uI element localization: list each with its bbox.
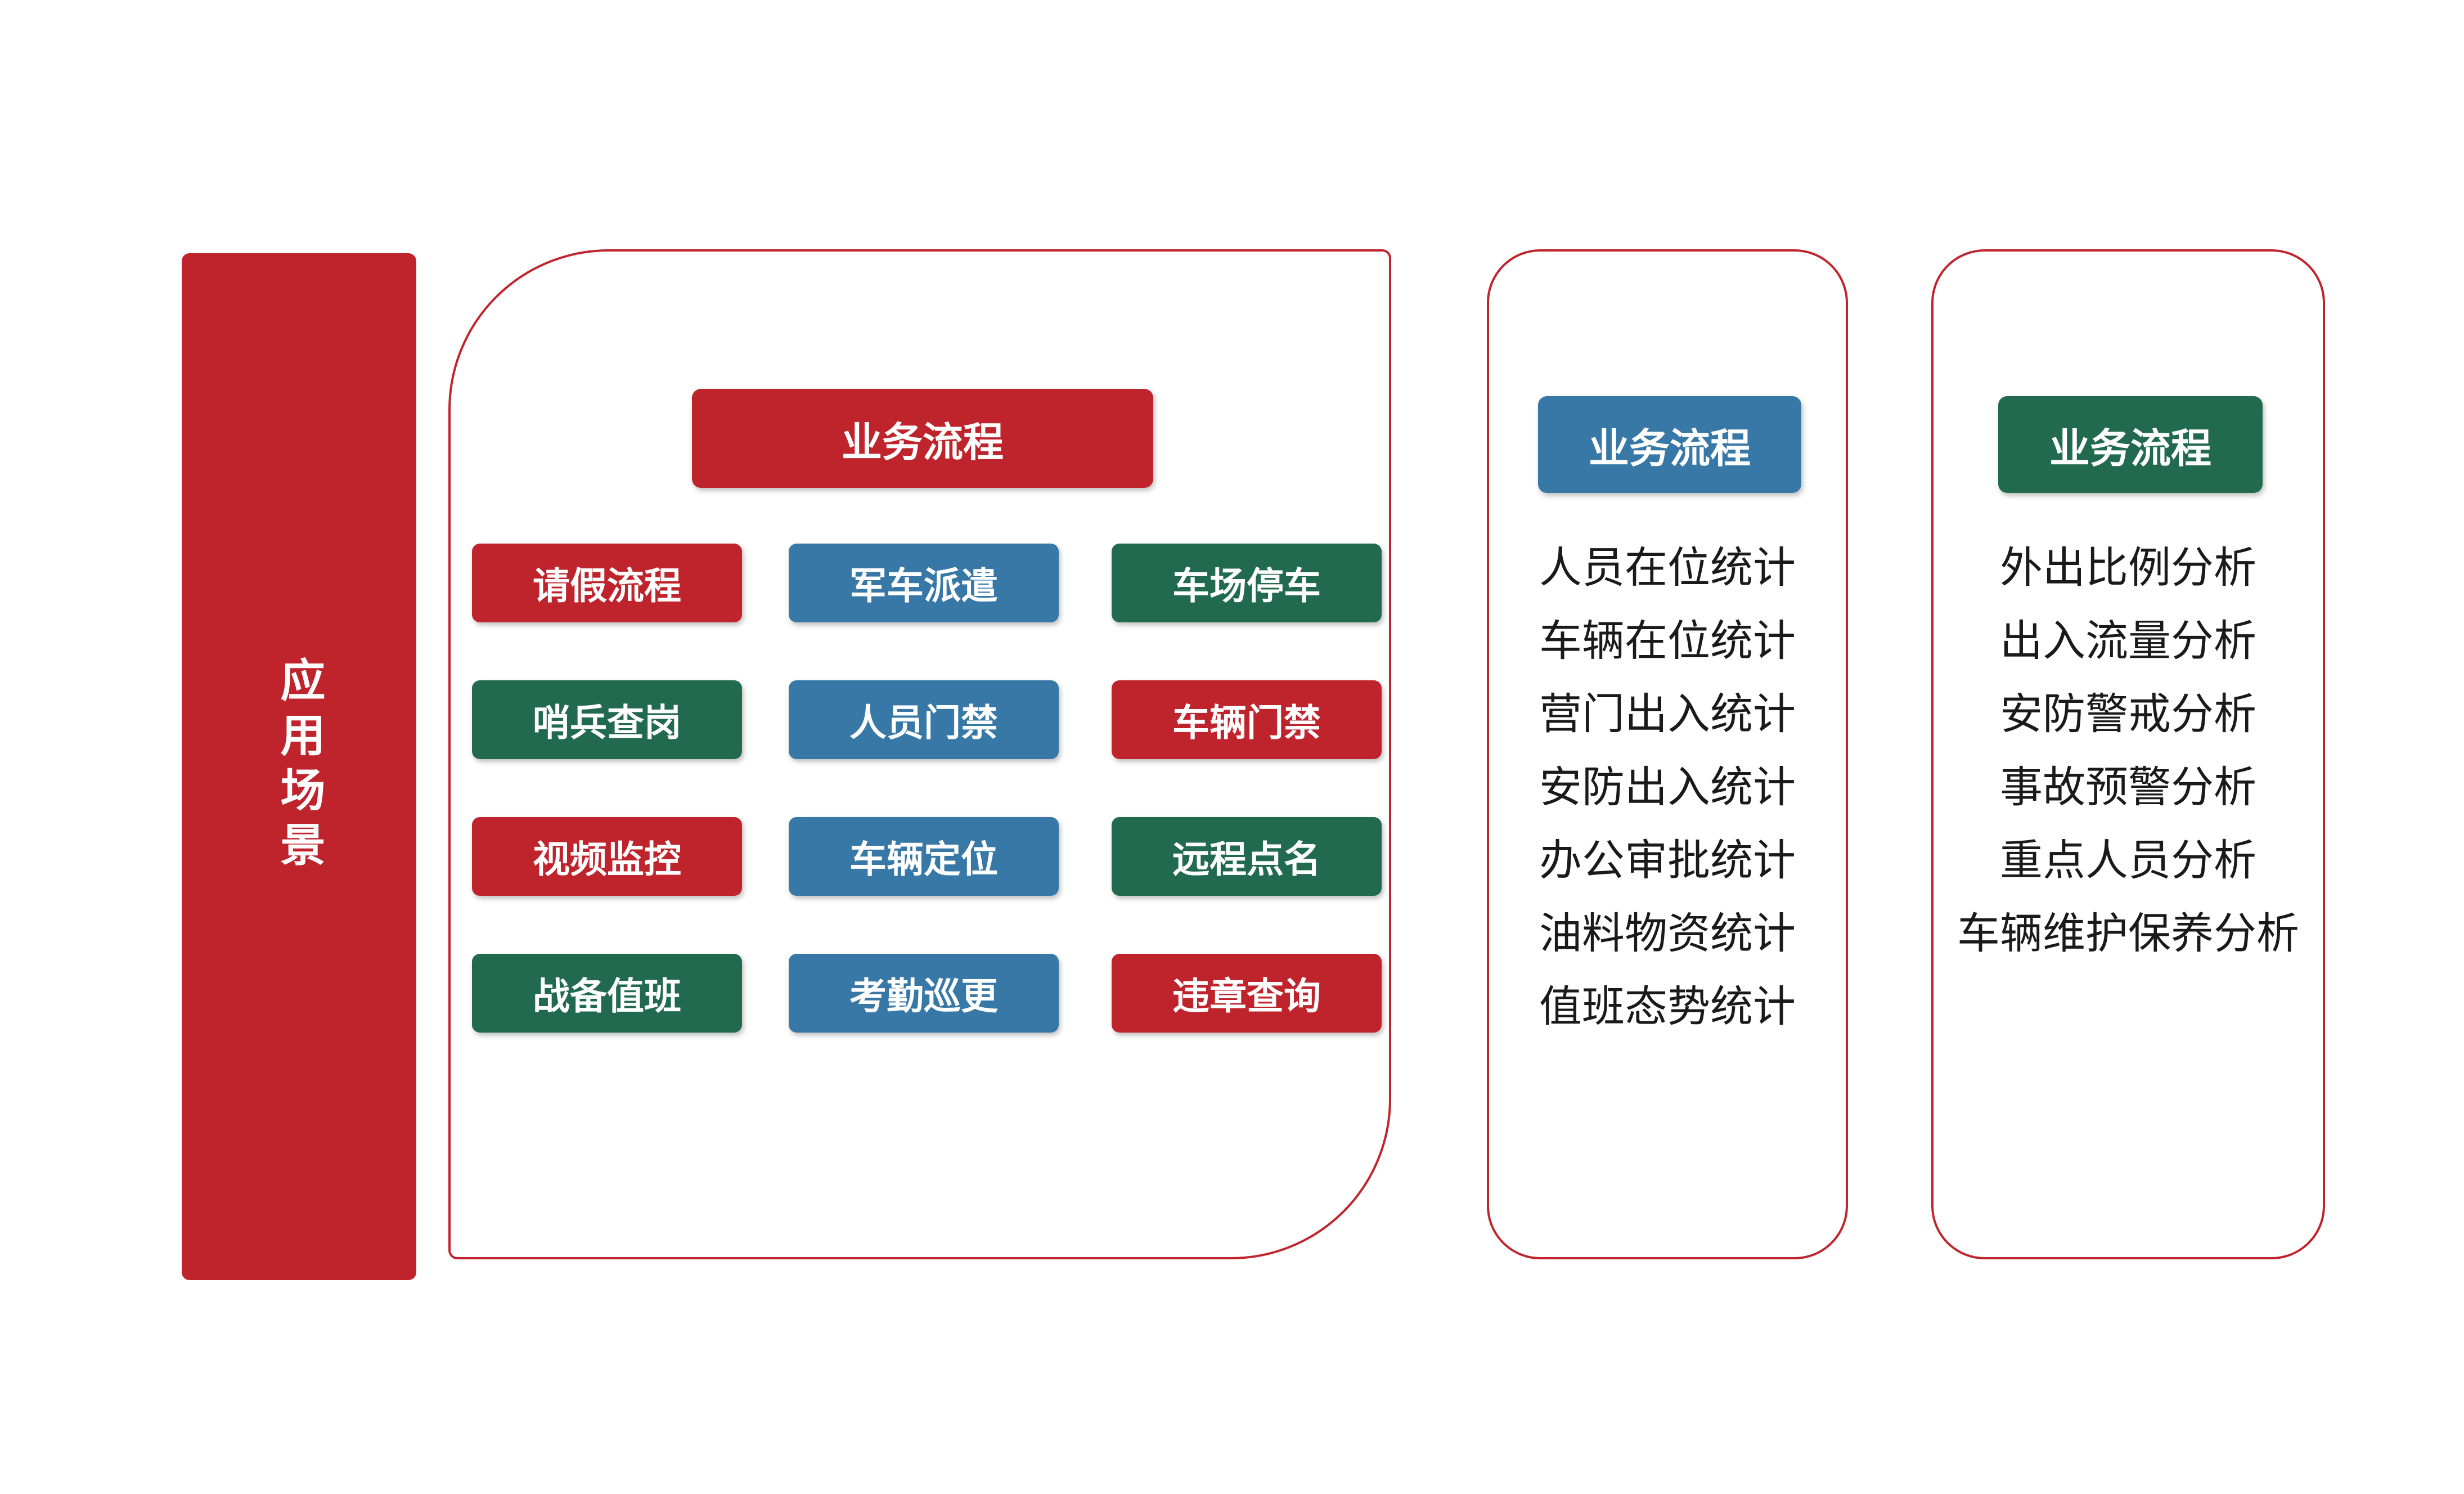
analysis-panel: 业务流程 外出比例分析出入流量分析安防警戒分析事故预警分析重点人员分析车辆维护保…	[1931, 249, 2325, 1259]
flow-box: 军车派遣	[789, 544, 1059, 622]
list-item: 安防出入统计	[1539, 764, 1796, 811]
flow-box: 车辆定位	[789, 817, 1059, 896]
list-item: 外出比例分析	[2000, 544, 2256, 592]
list-item: 值班态势统计	[1539, 983, 1796, 1031]
list-item: 重点人员分析	[2000, 837, 2256, 885]
flow-box: 远程点名	[1112, 817, 1382, 896]
flow-box: 车场停车	[1112, 544, 1382, 622]
statistics-panel-header: 业务流程	[1538, 396, 1801, 493]
list-item: 出入流量分析	[2000, 617, 2256, 665]
left-banner: 应用场景	[182, 253, 416, 1280]
striped-left-arrow-icon	[717, 980, 752, 1007]
list-item: 车辆在位统计	[1539, 617, 1796, 665]
striped-right-arrow-icon	[1037, 843, 1072, 870]
list-item: 油料物资统计	[1539, 910, 1796, 958]
statistics-panel: 业务流程 人员在位统计车辆在位统计营门出入统计安防出入统计办公审批统计油料物资统…	[1487, 249, 1848, 1259]
flow-box: 哨兵查岗	[472, 680, 742, 759]
striped-right-arrow-icon	[1037, 569, 1072, 596]
striped-left-arrow-icon	[1037, 980, 1072, 1007]
striped-left-arrow-icon	[717, 706, 752, 733]
list-item: 事故预警分析	[2000, 764, 2256, 811]
flow-box: 人员门禁	[789, 680, 1059, 759]
striped-down-arrow-icon	[1233, 634, 1260, 669]
striped-down-arrow-icon	[1233, 908, 1260, 943]
business-flow-header: 业务流程	[692, 389, 1153, 488]
list-item: 人员在位统计	[1539, 544, 1796, 592]
list-item: 安防警戒分析	[2000, 690, 2256, 738]
flow-box: 请假流程	[472, 544, 742, 622]
striped-right-arrow-icon	[717, 843, 752, 870]
striped-right-arrow-icon	[1873, 703, 1906, 729]
list-item: 车辆维护保养分析	[1957, 910, 2299, 958]
analysis-panel-header: 业务流程	[1998, 396, 2263, 493]
striped-left-arrow-icon	[1037, 706, 1072, 733]
striped-right-arrow-icon	[717, 569, 752, 596]
flow-box: 车辆门禁	[1112, 680, 1382, 759]
striped-right-arrow-icon	[1424, 703, 1457, 729]
list-item: 营门出入统计	[1539, 690, 1796, 738]
left-banner-label: 应用场景	[274, 657, 325, 877]
list-item: 办公审批统计	[1539, 837, 1796, 885]
flow-box: 违章查询	[1112, 954, 1382, 1033]
flow-box: 战备值班	[472, 954, 742, 1033]
flow-box: 考勤巡更	[789, 954, 1059, 1033]
striped-down-arrow-icon	[593, 771, 621, 806]
flow-box: 视频监控	[472, 817, 742, 896]
business-flow-panel: 业务流程 请假流程军车派遣车场停车哨兵查岗人员门禁车辆门禁视频监控车辆定位远程点…	[448, 249, 1391, 1259]
